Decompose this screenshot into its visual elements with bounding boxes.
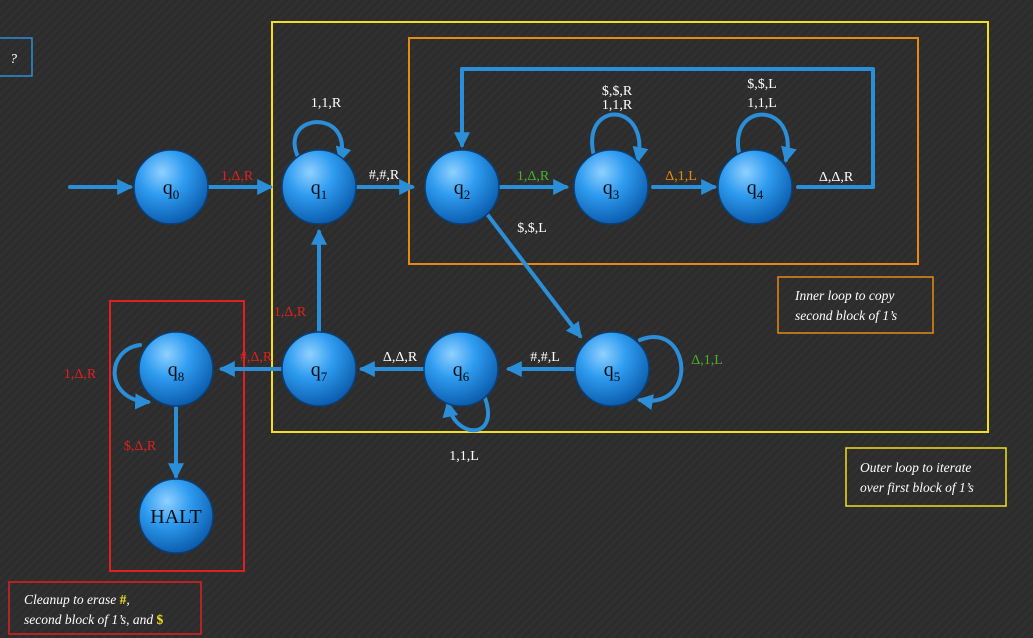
cleanup-note-line1: Cleanup to erase #, — [24, 592, 130, 607]
state-q3: q3 — [573, 149, 649, 225]
loop-q6 — [442, 396, 490, 433]
transition-label-q6-q6: 1,1,L — [449, 449, 479, 464]
state-label: q1 — [311, 177, 328, 202]
state-q4: q4 — [717, 149, 793, 225]
loop-q8 — [112, 343, 152, 410]
state-circle — [281, 149, 357, 225]
transition-label-q4-q2: Δ,Δ,R — [819, 170, 854, 185]
transition-label-q8-q8: 1,Δ,R — [64, 367, 97, 382]
state-label: q7 — [311, 359, 328, 384]
question-box: ? — [0, 37, 33, 77]
transition-label-q8-halt: $,Δ,R — [124, 439, 157, 454]
transition-label-q7-q8: #,Δ,R — [240, 350, 273, 365]
state-circle — [717, 149, 793, 225]
loop-q4 — [736, 112, 797, 164]
loop-q1 — [292, 120, 352, 164]
state-label: q2 — [454, 177, 471, 202]
inner-note-line2: second block of 1’s — [795, 308, 897, 323]
state-circle — [574, 331, 650, 407]
loop-q3 — [590, 112, 649, 164]
state-label: q0 — [163, 177, 180, 202]
state-label: q6 — [453, 359, 470, 384]
cleanup-note-line2: second block of 1’s, and $ — [24, 612, 163, 627]
state-circle — [281, 331, 357, 407]
edge-q2-q5 — [485, 212, 582, 339]
state-label: q4 — [747, 177, 764, 202]
state-q0: q0 — [133, 149, 209, 225]
state-circle — [138, 331, 214, 407]
transition-label-q6-q7: Δ,Δ,R — [383, 350, 418, 365]
state-circle — [423, 331, 499, 407]
edges — [68, 67, 875, 480]
state-q6: q6 — [423, 331, 499, 407]
state-halt: HALT — [138, 478, 214, 554]
inner-note-line1: Inner loop to copy — [794, 288, 894, 303]
state-q7: q7 — [281, 331, 357, 407]
transition-label-q3-q4: Δ,1,L — [665, 169, 697, 184]
transition-label-q1-q2: #,#,R — [369, 168, 400, 183]
outer-loop-note: Outer loop to iterate over first block o… — [845, 447, 1007, 507]
transition-label-q0-q1: 1,Δ,R — [221, 169, 254, 184]
edge-q4-q2 — [454, 67, 875, 189]
state-q1: q1 — [281, 149, 357, 225]
transition-label-q2-q5: $,$,L — [517, 221, 547, 236]
state-q5: q5 — [574, 331, 650, 407]
transition-label-q5-q6: #,#,L — [530, 350, 560, 365]
loop-q5 — [636, 335, 684, 410]
state-circle — [573, 149, 649, 225]
state-label: HALT — [150, 506, 201, 528]
transition-label-q5-q5: Δ,1,L — [691, 353, 723, 368]
outer-note-line2: over first block of 1’s — [860, 480, 974, 495]
state-q8: q8 — [138, 331, 214, 407]
inner-loop-note: Inner loop to copy second block of 1’s — [777, 276, 934, 334]
transition-label-q2-q3: 1,Δ,R — [517, 169, 550, 184]
transition-label-q3-q3: 1,1,R — [602, 98, 633, 113]
state-q2: q2 — [424, 149, 500, 225]
inner-loop-box — [408, 37, 919, 265]
state-label: q8 — [168, 359, 185, 384]
cleanup-note: Cleanup to erase #, second block of 1’s,… — [8, 581, 202, 635]
state-label: q3 — [603, 177, 620, 202]
transition-label-q3-q3: $,$,R — [602, 84, 633, 99]
outer-note-line1: Outer loop to iterate — [860, 460, 971, 475]
state-circle — [133, 149, 209, 225]
state-circle — [424, 149, 500, 225]
transition-label-q4-q4: 1,1,L — [747, 96, 777, 111]
state-label: q5 — [604, 359, 621, 384]
question-label: ? — [10, 52, 17, 67]
outer-loop-box — [271, 21, 989, 433]
transition-label-q1-q1: 1,1,R — [311, 96, 342, 111]
cleanup-box — [109, 300, 245, 572]
transition-label-q4-q4: $,$,L — [747, 77, 777, 92]
state-circle — [138, 478, 214, 554]
transition-label-q7-q1: 1,Δ,R — [274, 305, 307, 320]
